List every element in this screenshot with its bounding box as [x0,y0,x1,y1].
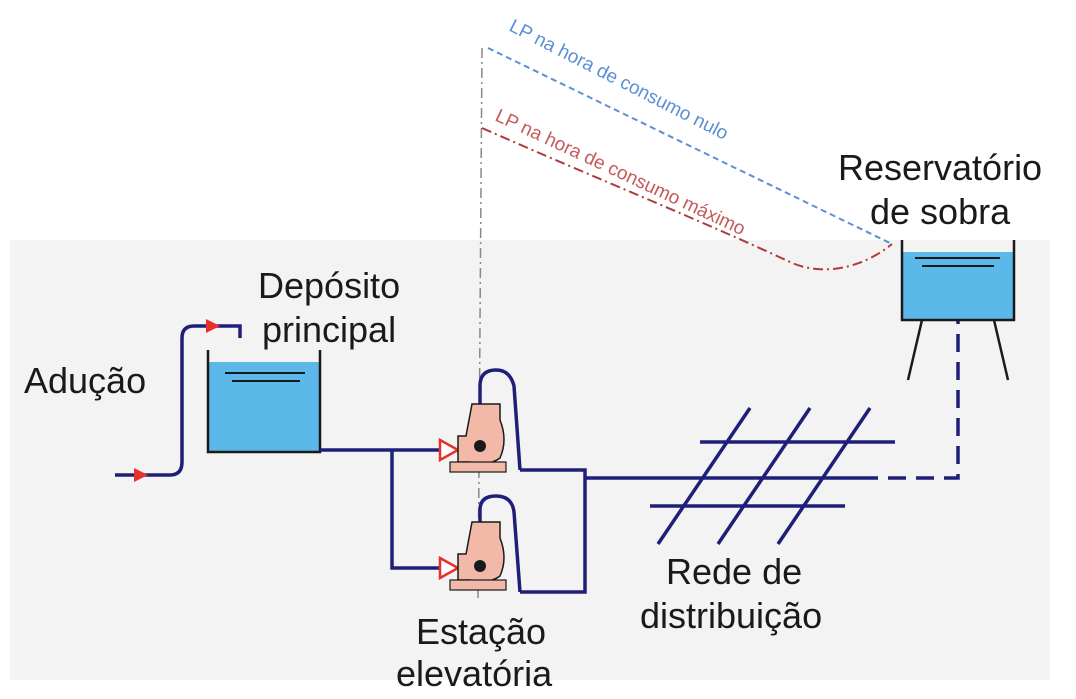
suction-pipe [320,448,450,570]
inlet-arrow-2 [206,319,220,333]
inlet-arrow-1 [134,468,148,482]
rede-label-1: Rede de [666,551,802,592]
reservatorio-tank [900,240,1016,381]
estacao-label-1: Estação [416,611,546,652]
distribution-network [650,407,895,545]
aducao-pipe [115,324,242,477]
pump-2 [438,478,587,594]
deposito-water [208,362,320,452]
estacao-label-2: elevatória [396,653,553,694]
deposito-label-1: Depósito [258,265,400,306]
deposito-label-2: principal [262,309,396,350]
lp-nulo-line [487,47,893,245]
pump-1 [438,368,587,478]
reservatorio-label-2: de sobra [870,191,1011,232]
aducao-label: Adução [24,360,146,401]
reservoir-link-pipe [860,320,960,480]
lp-maximo-line [481,127,893,271]
reservatorio-label-1: Reservatório [838,147,1042,188]
rede-label-2: distribuição [640,595,822,636]
deposito-tank-outline [206,350,322,454]
